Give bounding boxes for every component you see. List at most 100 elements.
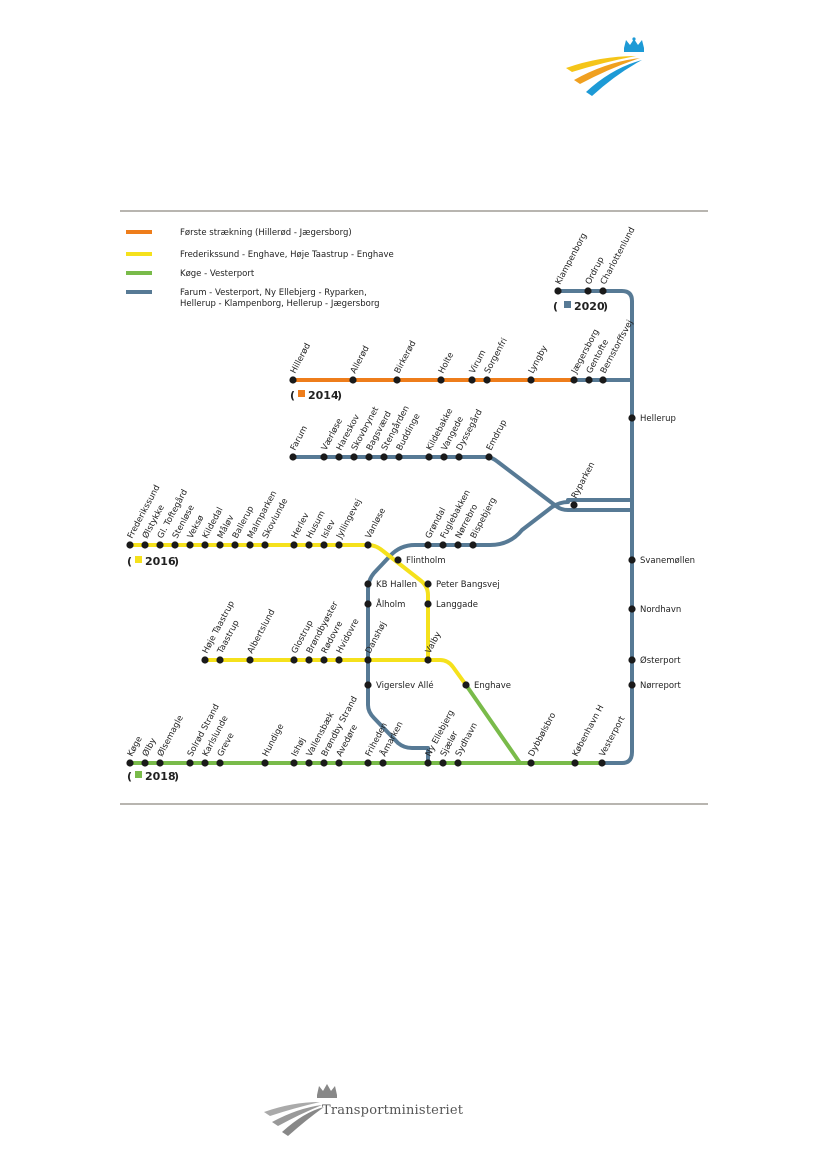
year-2020-close: ) <box>603 300 608 313</box>
year-2014-close: ) <box>337 389 342 402</box>
station-dot <box>216 656 224 664</box>
station-dot <box>335 453 343 461</box>
year-2018-close: ) <box>174 770 179 783</box>
station-dot <box>365 453 373 461</box>
line-hoejetaastrup-enghave <box>203 658 468 687</box>
station-dot <box>261 541 269 549</box>
station-label: Allerød <box>349 344 372 375</box>
station-dot <box>379 759 387 767</box>
station-dot <box>290 656 298 664</box>
line-ryparken-nyellebjerg <box>366 500 570 765</box>
station-hilleroed: Hillerød <box>289 342 313 384</box>
station-dot <box>424 580 432 588</box>
station-dot <box>439 541 447 549</box>
station-dot <box>171 541 179 549</box>
station-label: Svanemøllen <box>640 556 695 566</box>
year-2016-swatch <box>135 556 142 563</box>
year-2018-swatch <box>135 771 142 778</box>
station-langgade: Langgade <box>424 600 478 610</box>
station-dot <box>335 759 343 767</box>
station-dot <box>598 759 606 767</box>
station-sydhavn: Sydhavn <box>454 721 480 767</box>
station-vigerslevalle: Vigerslev Allé <box>364 680 434 691</box>
station-dot <box>364 580 372 588</box>
station-label: Ølsemagle <box>155 713 186 758</box>
station-dot <box>455 453 463 461</box>
station-dot <box>599 287 607 295</box>
station-dot <box>628 656 636 664</box>
legend-label-blue: Farum - Vesterport, Ny Ellebjerg - Rypar… <box>180 288 367 298</box>
legend-label-blue-2: Hellerup - Klampenborg, Hellerup - Jæger… <box>180 299 380 309</box>
station-enghave: Enghave <box>462 681 511 691</box>
station-dot <box>380 453 388 461</box>
station-label: Birkerød <box>393 339 419 375</box>
station-noerreport: Nørreport <box>628 681 682 691</box>
station-label: Hellerup <box>640 414 676 424</box>
year-2016: 2016 <box>145 555 176 568</box>
station-label: Sydhavn <box>454 721 480 758</box>
station-dot <box>440 453 448 461</box>
station-label: Vesterport <box>598 714 628 758</box>
station-label: Klampenborg <box>554 232 589 287</box>
station-albertslund: Albertslund <box>246 608 277 664</box>
year-2014: 2014 <box>308 389 339 402</box>
station-dot <box>350 453 358 461</box>
crown-icon <box>624 37 644 52</box>
station-label: Emdrup <box>485 418 509 452</box>
station-dot <box>364 541 372 549</box>
station-vanloese: Vanløse <box>364 507 388 549</box>
station-dot <box>570 376 578 384</box>
footer-org-name: Transportministeriet <box>322 1103 464 1118</box>
station-dot <box>395 453 403 461</box>
station-dot <box>320 759 328 767</box>
station-label: Vigerslev Allé <box>376 680 434 691</box>
station-dot <box>216 759 224 767</box>
station-vesterport: Vesterport <box>598 714 628 767</box>
station-hundige: Hundige <box>261 722 287 767</box>
station-label: Ålholm <box>376 598 405 610</box>
station-dot <box>349 376 357 384</box>
station-dot <box>483 376 491 384</box>
station-dot <box>156 541 164 549</box>
station-dot <box>246 541 254 549</box>
station-dyssegaard: Dyssegård <box>454 407 485 461</box>
station-label: Langgade <box>436 600 478 610</box>
station-dot <box>364 600 372 608</box>
station-dot <box>599 376 607 384</box>
footer-logo <box>264 1084 337 1136</box>
year-2018-open: ( <box>127 770 132 783</box>
legend-label-yellow: Frederikssund - Enghave, Høje Taastrup -… <box>180 250 394 260</box>
footer-crown-icon <box>317 1084 337 1098</box>
station-label: Hundige <box>261 722 287 758</box>
station-dot <box>585 376 593 384</box>
station-dot <box>320 541 328 549</box>
station-lyngby: Lyngby <box>527 344 550 384</box>
year-2014-swatch <box>298 390 305 397</box>
station-svanemoellen: Svanemøllen <box>628 556 695 566</box>
year-2020-swatch <box>564 301 571 308</box>
station-dot <box>424 759 432 767</box>
station-sorgenfri: Sorgenfri <box>483 336 510 384</box>
year-2020-open: ( <box>553 300 558 313</box>
station-dot <box>628 414 636 422</box>
station-dot <box>364 759 372 767</box>
station-label: Holte <box>437 351 456 376</box>
station-birkeroed: Birkerød <box>393 339 419 384</box>
station-peterbangsvej: Peter Bangsvej <box>424 580 500 590</box>
station-dot <box>290 541 298 549</box>
station-flintholm: Flintholm <box>394 556 446 566</box>
year-2020: 2020 <box>574 300 605 313</box>
station-dot <box>571 759 579 767</box>
station-dot <box>201 759 209 767</box>
station-dot <box>554 287 562 295</box>
legend-swatch-green <box>126 271 152 275</box>
station-dot <box>289 376 297 384</box>
station-alleroed: Allerød <box>349 344 372 384</box>
station-label: Peter Bangsvej <box>436 580 500 590</box>
station-dot <box>216 541 224 549</box>
station-label: Jyllingevej <box>334 498 364 542</box>
station-label: Farum <box>289 424 310 452</box>
station-jyllingevej: Jyllingevej <box>334 498 364 549</box>
